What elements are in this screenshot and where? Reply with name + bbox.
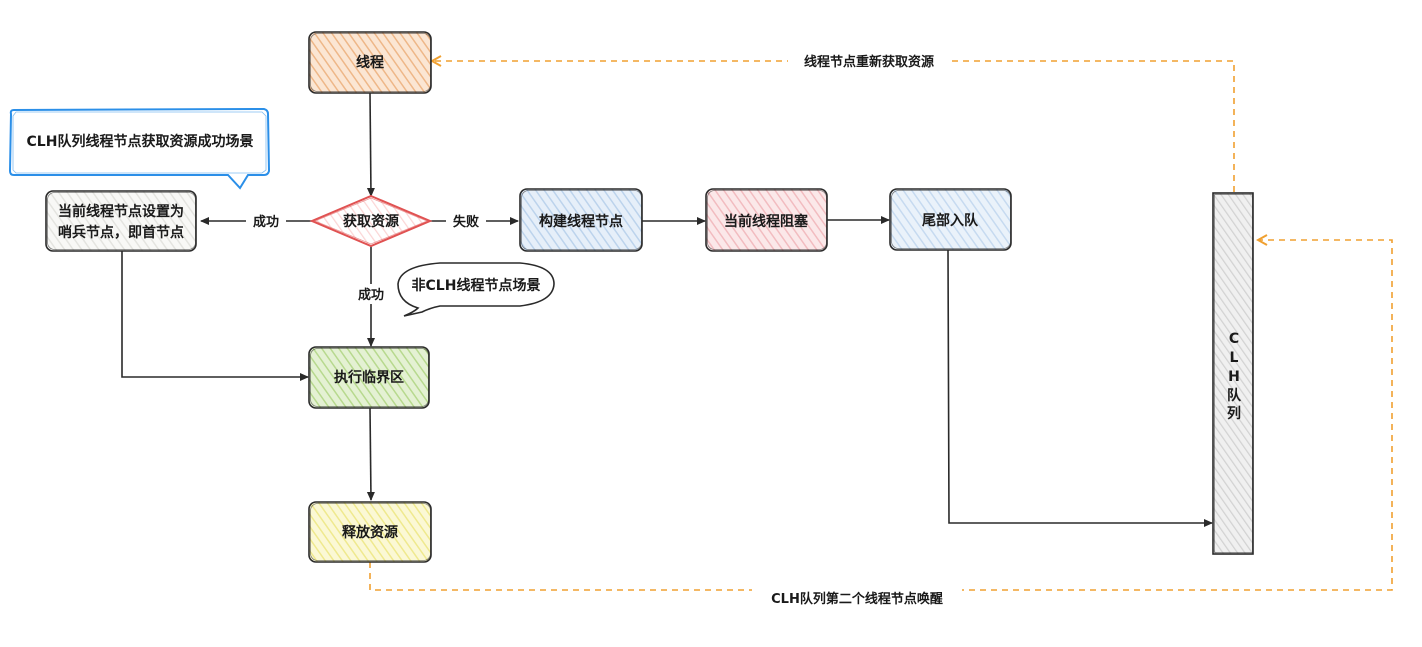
- node-critical-section: 执行临界区: [308, 346, 430, 409]
- edge-thread-to-acquire: [366, 92, 375, 197]
- node-set-sentinel-line2: 哨兵节点，即首节点: [58, 224, 184, 241]
- node-build-label: 构建线程节点: [539, 213, 623, 230]
- node-block-label: 当前线程阻塞: [724, 213, 809, 230]
- clh-queue-char-3: H: [1228, 369, 1240, 385]
- edge-label-reacquire: 线程节点重新获取资源: [804, 54, 934, 70]
- node-enqueue-label: 尾部入队: [922, 212, 979, 229]
- node-enqueue-tail: 尾部入队: [889, 188, 1012, 251]
- node-block: 当前线程阻塞: [705, 188, 828, 252]
- callout-non-clh-text: 非CLH线程节点场景: [412, 277, 541, 294]
- node-release: 释放资源: [308, 501, 432, 563]
- callout-clh-success: CLH队列线程节点获取资源成功场景: [8, 107, 271, 190]
- clh-queue-char-2: L: [1230, 350, 1239, 366]
- edge-label-wake-second: CLH队列第二个线程节点唤醒: [771, 591, 943, 607]
- edge-label-success-down: 成功: [358, 287, 384, 303]
- edge-queue-to-thread-dashed: [432, 61, 1235, 192]
- node-thread: 线程: [308, 31, 432, 94]
- clh-queue-char-4: 队: [1227, 387, 1242, 404]
- edge-sentinel-to-critical: [121, 251, 309, 381]
- node-acquire-label: 获取资源: [343, 213, 399, 230]
- node-critical-label: 执行临界区: [334, 369, 404, 386]
- edge-label-fail: 失败: [453, 214, 479, 230]
- node-acquire-decision: 获取资源: [309, 194, 433, 248]
- node-set-sentinel-line1: 当前线程节点设置为: [58, 203, 184, 220]
- edge-enqueue-to-queue: [947, 249, 1213, 527]
- node-release-label: 释放资源: [342, 524, 398, 541]
- edge-critical-to-release: [366, 407, 375, 501]
- callout-non-clh: 非CLH线程节点场景: [397, 262, 555, 317]
- node-build-thread-node: 构建线程节点: [519, 188, 643, 252]
- clh-queue-char-5: 列: [1227, 405, 1241, 422]
- node-clh-queue: C L H 队 列: [1212, 192, 1254, 555]
- edge-label-success-left: 成功: [253, 214, 279, 230]
- clh-queue-char-1: C: [1229, 331, 1239, 347]
- node-thread-label: 线程: [356, 54, 384, 71]
- callout-clh-success-text: CLH队列线程节点获取资源成功场景: [27, 133, 254, 150]
- node-set-sentinel: 当前线程节点设置为 哨兵节点，即首节点: [45, 190, 197, 252]
- edge-release-to-queue-dashed: [369, 240, 1393, 591]
